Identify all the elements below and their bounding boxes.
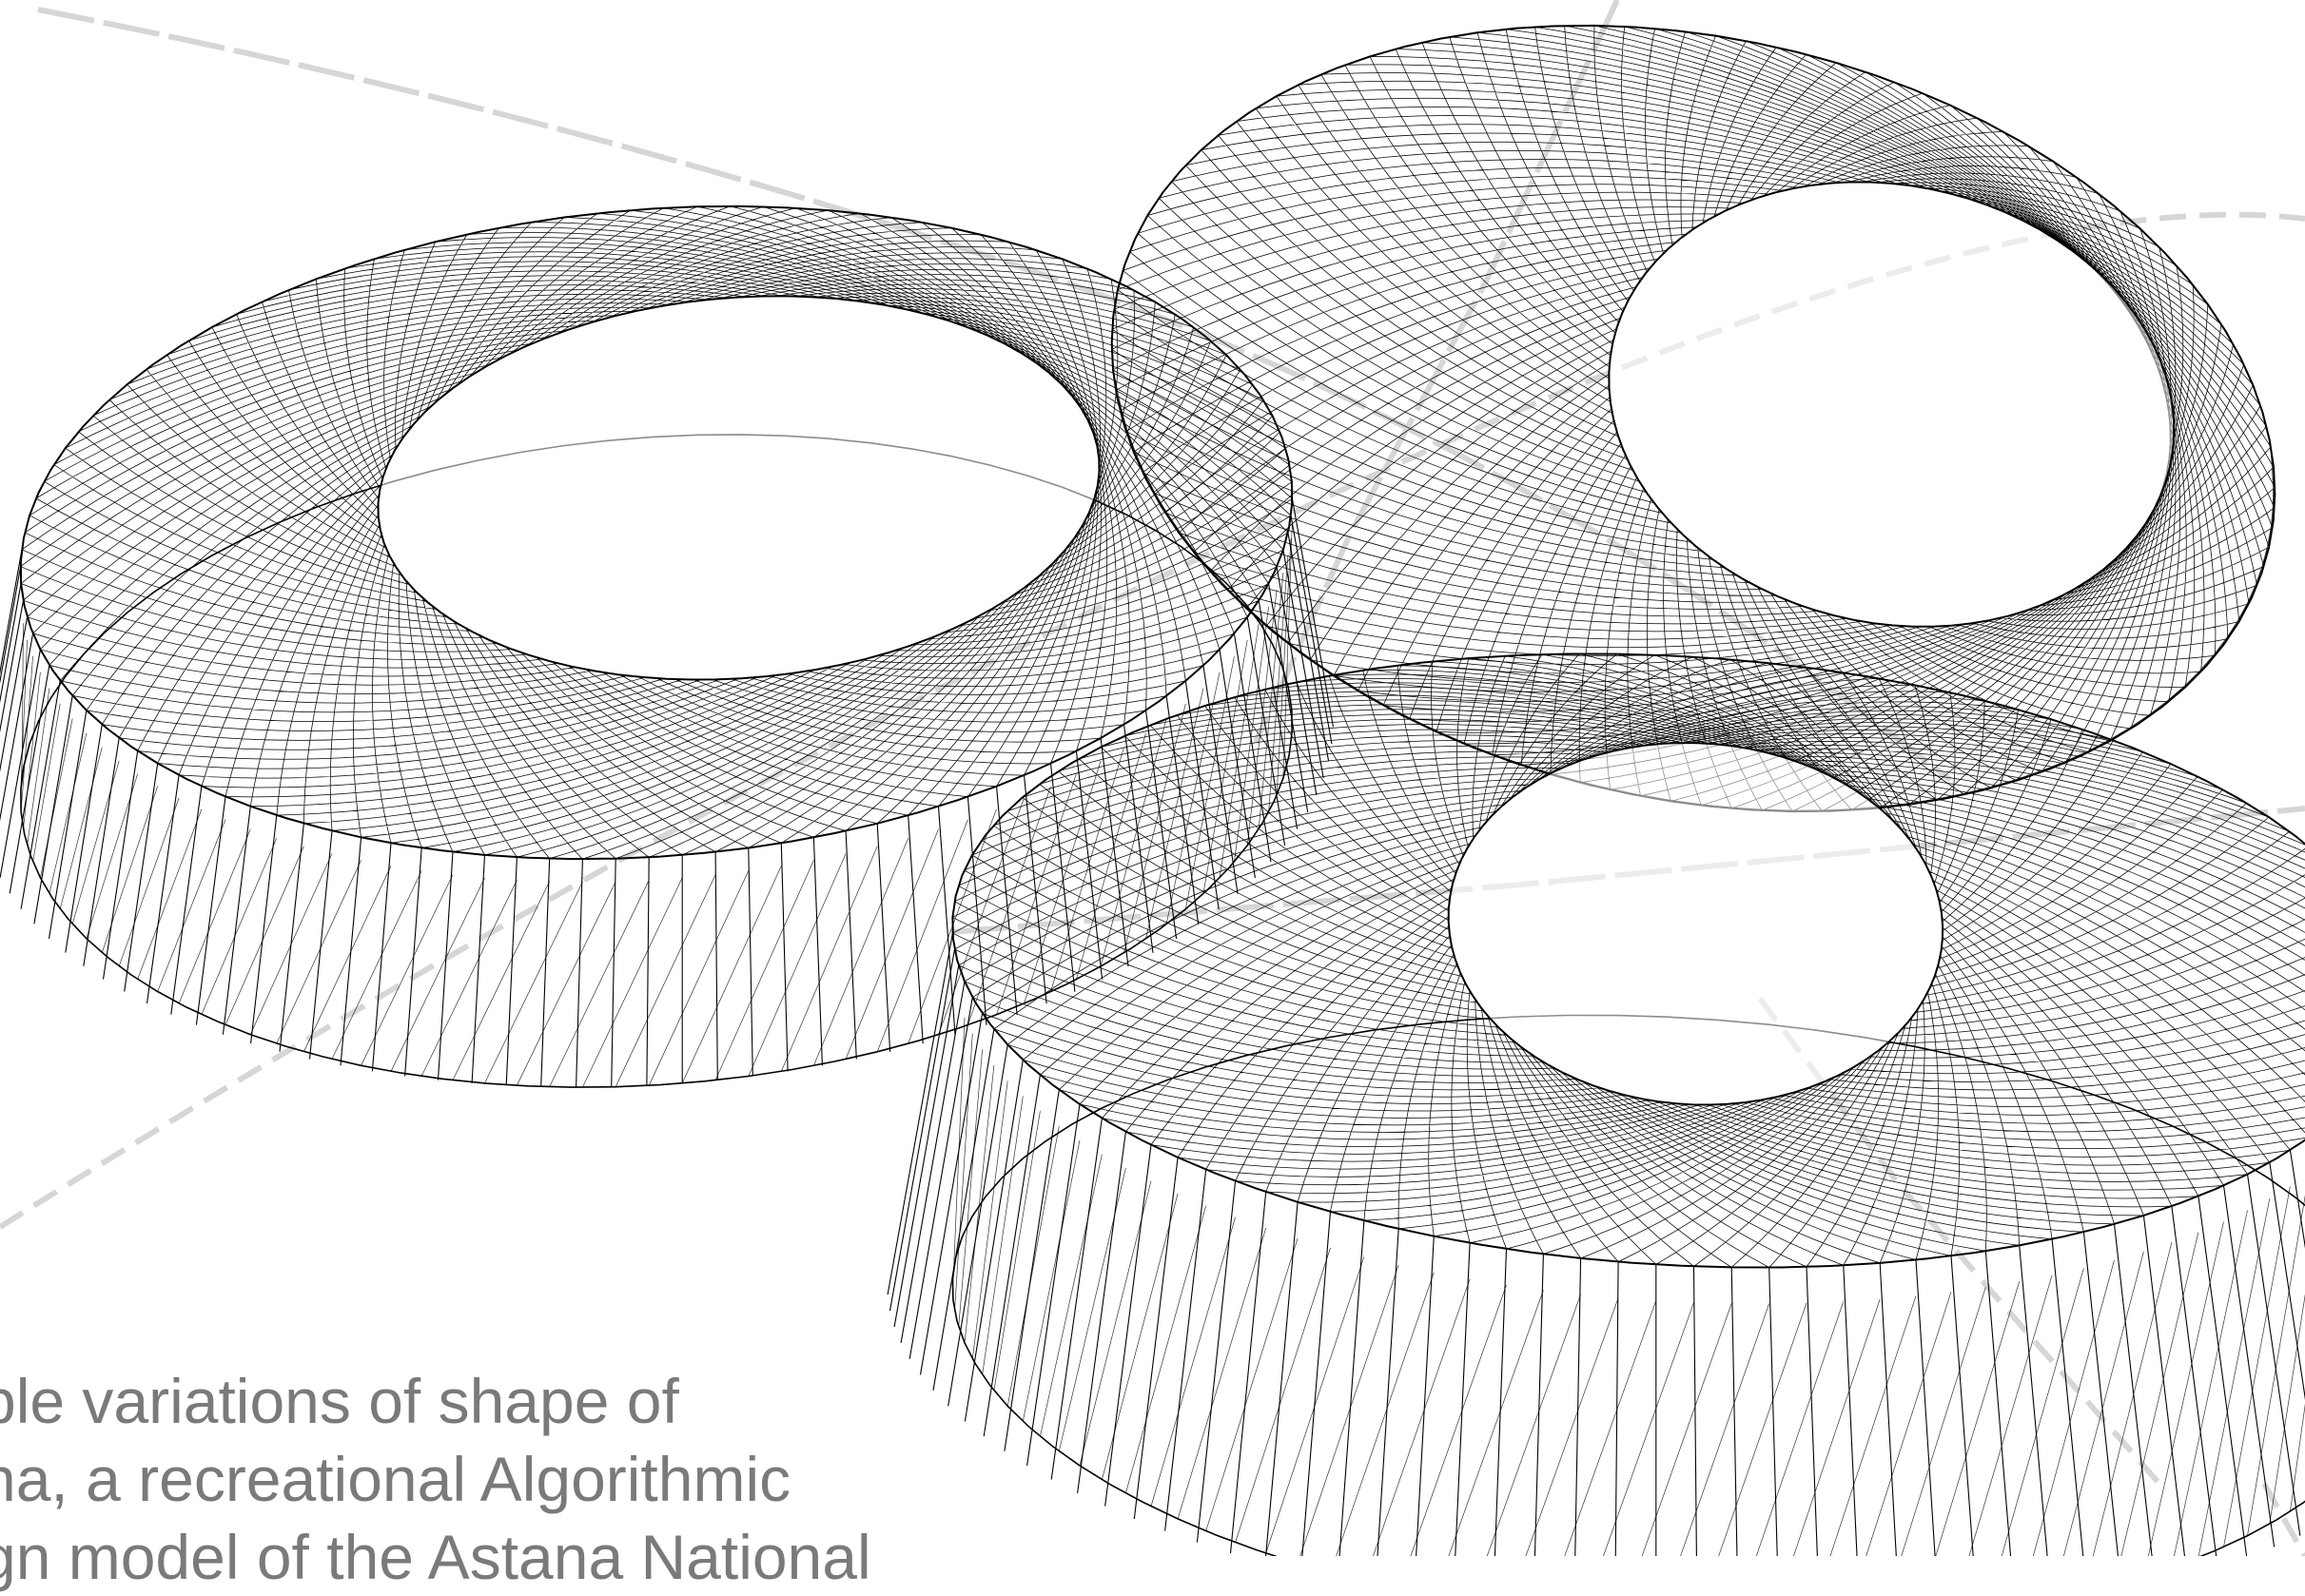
lower-right-ring-shape (887, 652, 2305, 1556)
caption-text: ple variations of shape of na, a recreat… (0, 1362, 970, 1596)
upper-right-ring-shape (1110, 24, 2276, 813)
guide-line (1757, 997, 2162, 1486)
ring-inner-rim (1608, 181, 2176, 628)
ring-bottom-rim (951, 1014, 2305, 1556)
ring-outer-rim (19, 204, 1294, 861)
caption-line-3: gn model of the Astana National (0, 1522, 871, 1592)
ring-wall-mesh (0, 498, 1335, 1088)
guide-line (0, 211, 2305, 1230)
caption-line-1: ple variations of shape of (0, 1366, 679, 1436)
ring-wall-mesh (887, 933, 2305, 1556)
ring-inner-rim (1447, 741, 1944, 1106)
caption-line-2: na, a recreational Algorithmic (0, 1444, 791, 1514)
ring-inner-rim (377, 295, 1101, 681)
ring-wall-diagonals (952, 1017, 2305, 1556)
guide-line (37, 7, 1952, 783)
guide-line (1253, 0, 1620, 744)
left-ring-shape (0, 204, 1335, 1088)
ring-top-mesh (20, 205, 1293, 860)
ring-top-mesh (1111, 25, 2276, 812)
ring-top-mesh (952, 653, 2305, 1268)
ring-outer-rim (951, 652, 2305, 1269)
wireframe-figure (0, 0, 2305, 1556)
guide-line (2261, 1482, 2305, 1556)
